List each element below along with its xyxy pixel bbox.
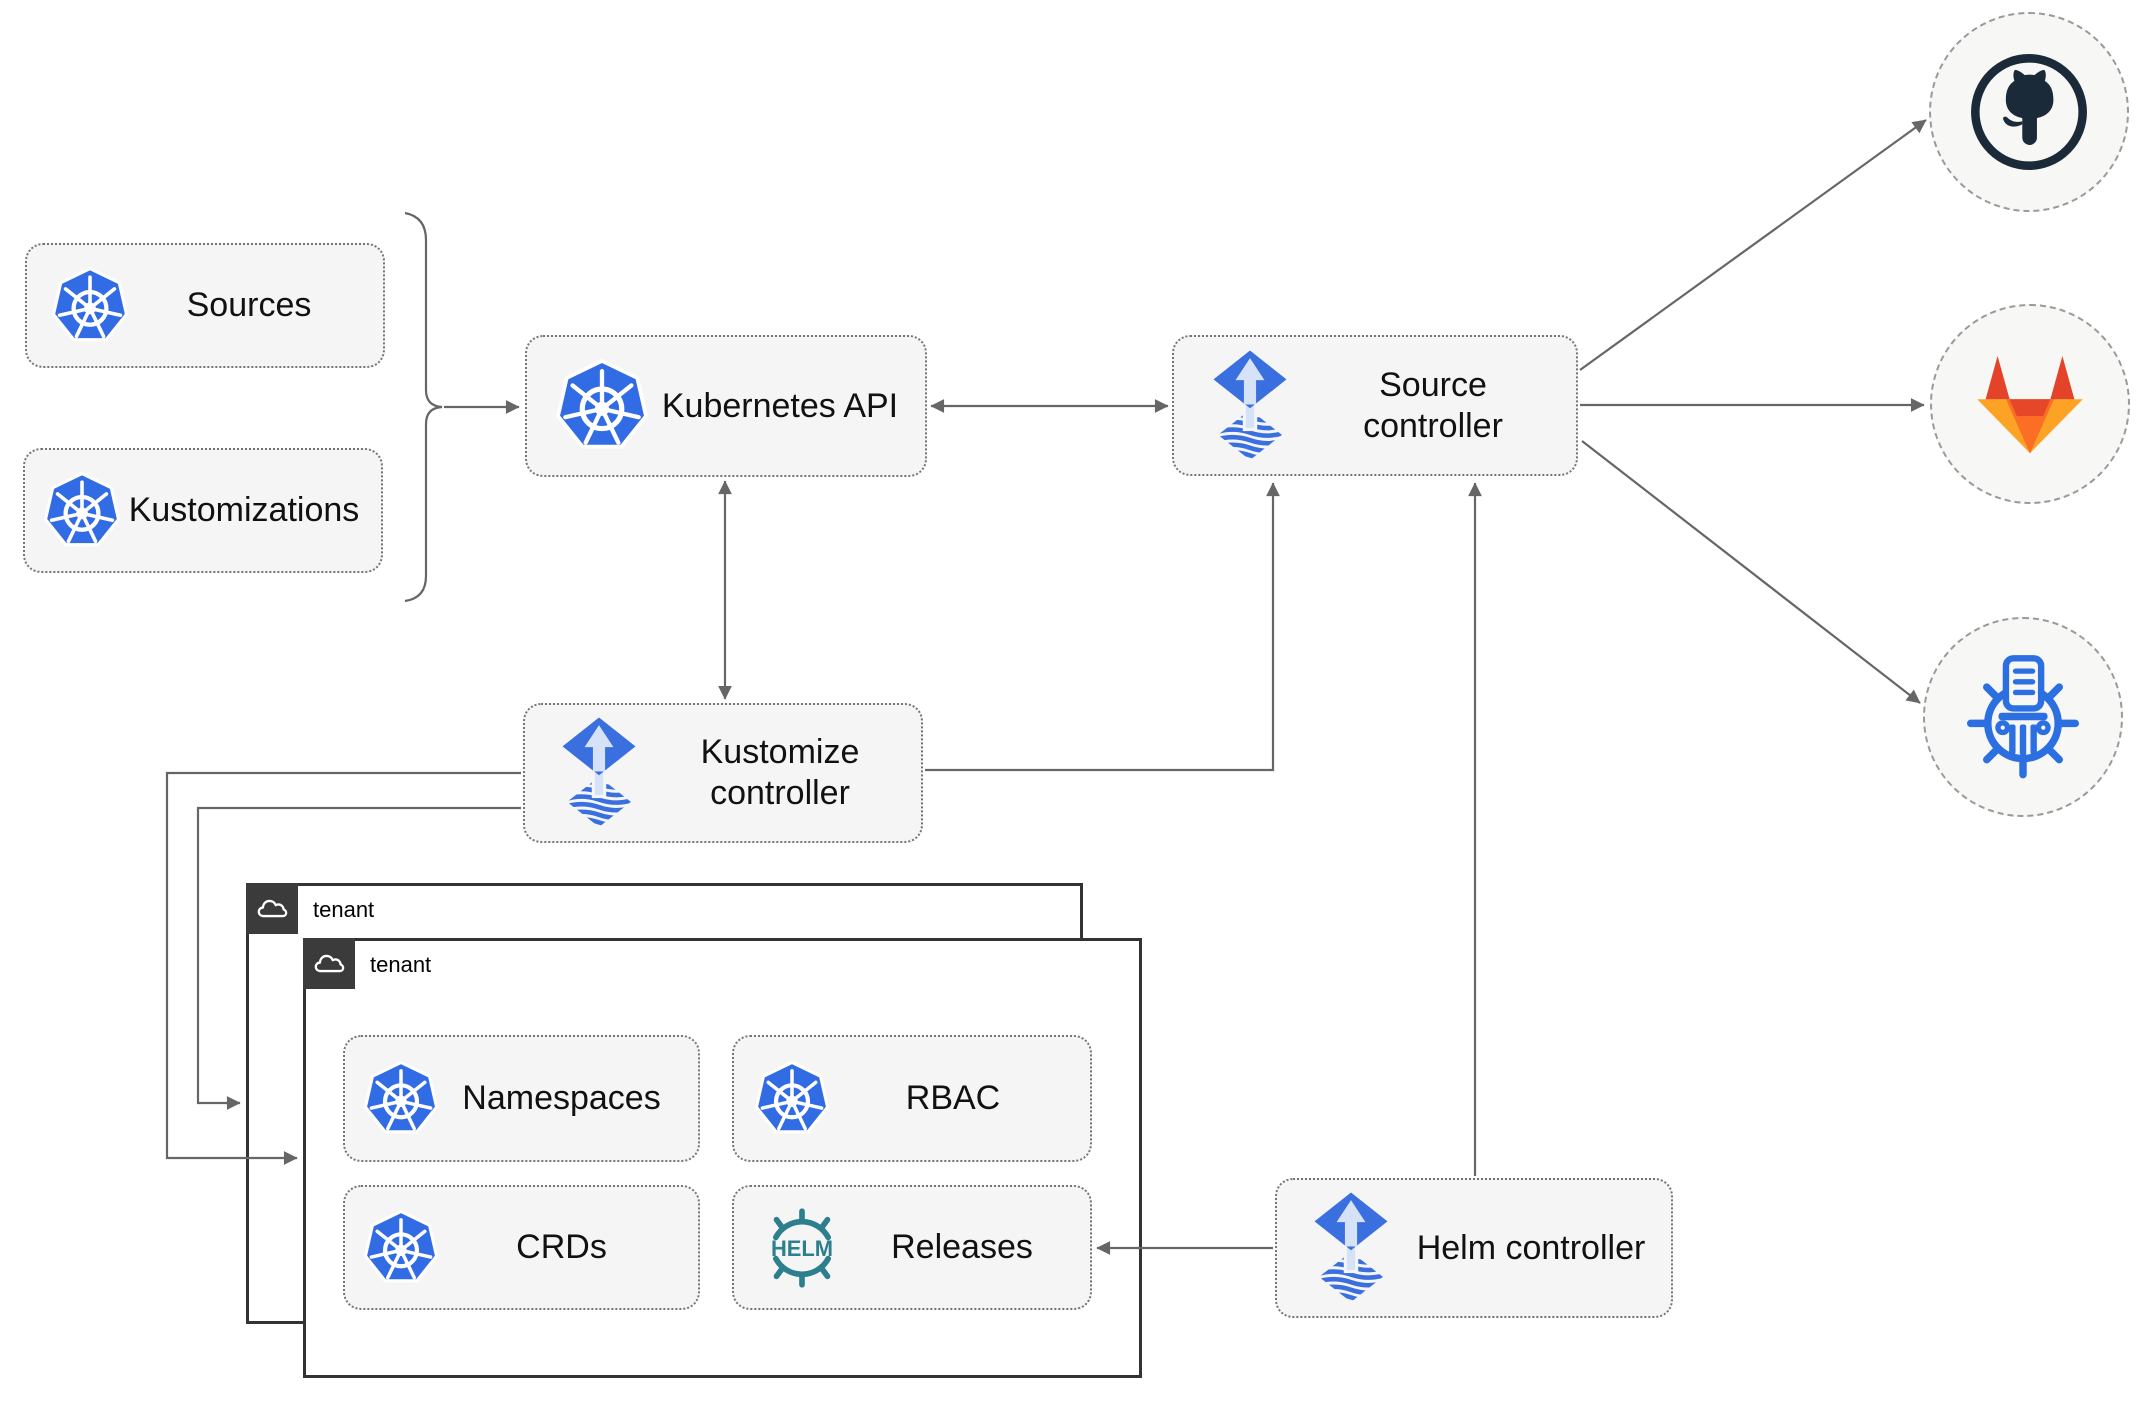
node-label: CRDs (516, 1228, 607, 1267)
chartmuseum-pillar-icon (1967, 655, 2079, 779)
edge-source-to-chartmuseum (1581, 440, 1921, 704)
kubernetes-icon (51, 267, 129, 345)
node-kustomizations: Kustomizations (23, 448, 383, 573)
flux-icon (1311, 1191, 1391, 1305)
github-octocat-icon (1971, 54, 2087, 170)
kubernetes-icon (363, 1061, 439, 1137)
tenant-tab (246, 883, 298, 934)
edge-kustomize-to-source (925, 482, 1280, 772)
node-label: Helm controller (1416, 1228, 1646, 1267)
provider-chartmuseum (1923, 617, 2123, 817)
edge-bracket (404, 211, 443, 603)
node-kubernetes-api: Kubernetes API (525, 335, 927, 477)
tenant-tab (303, 938, 355, 989)
kubernetes-icon (555, 359, 649, 453)
gitlab-tanuki-icon (1977, 356, 2083, 454)
node-label: Kustomize controller (700, 733, 860, 812)
node-namespaces: Namespaces (343, 1035, 700, 1162)
node-label: RBAC (905, 1079, 1001, 1118)
node-sources: Sources (25, 243, 385, 368)
cloud-icon (255, 896, 289, 921)
node-crds: CRDs (343, 1185, 700, 1310)
node-label: Sources (186, 286, 312, 325)
cloud-icon (312, 951, 346, 976)
kubernetes-icon (754, 1061, 830, 1137)
flux-icon (559, 716, 639, 830)
kubernetes-icon (43, 472, 121, 550)
node-helm-controller: Helm controller (1275, 1178, 1673, 1318)
helm-icon: HELM (756, 1207, 848, 1288)
node-source-controller: Source controller (1172, 335, 1578, 476)
node-releases: HELM Releases (732, 1185, 1092, 1310)
provider-github (1929, 12, 2129, 212)
provider-gitlab (1930, 304, 2130, 504)
node-label: Source controller (1363, 365, 1503, 445)
node-label: Kustomizations (128, 491, 360, 530)
node-label: Releases (891, 1228, 1033, 1267)
tenant-label: tenant (370, 952, 432, 977)
node-label: Kubernetes API (661, 386, 899, 425)
tenant-label: tenant (313, 897, 375, 922)
node-kustomize-controller: Kustomize controller (523, 703, 923, 843)
svg-text:HELM: HELM (771, 1235, 833, 1260)
kubernetes-icon (363, 1210, 439, 1286)
flux-icon (1210, 349, 1290, 463)
node-label: Namespaces (462, 1079, 661, 1118)
node-rbac: RBAC (732, 1035, 1092, 1162)
edge-source-to-github (1579, 119, 1927, 371)
